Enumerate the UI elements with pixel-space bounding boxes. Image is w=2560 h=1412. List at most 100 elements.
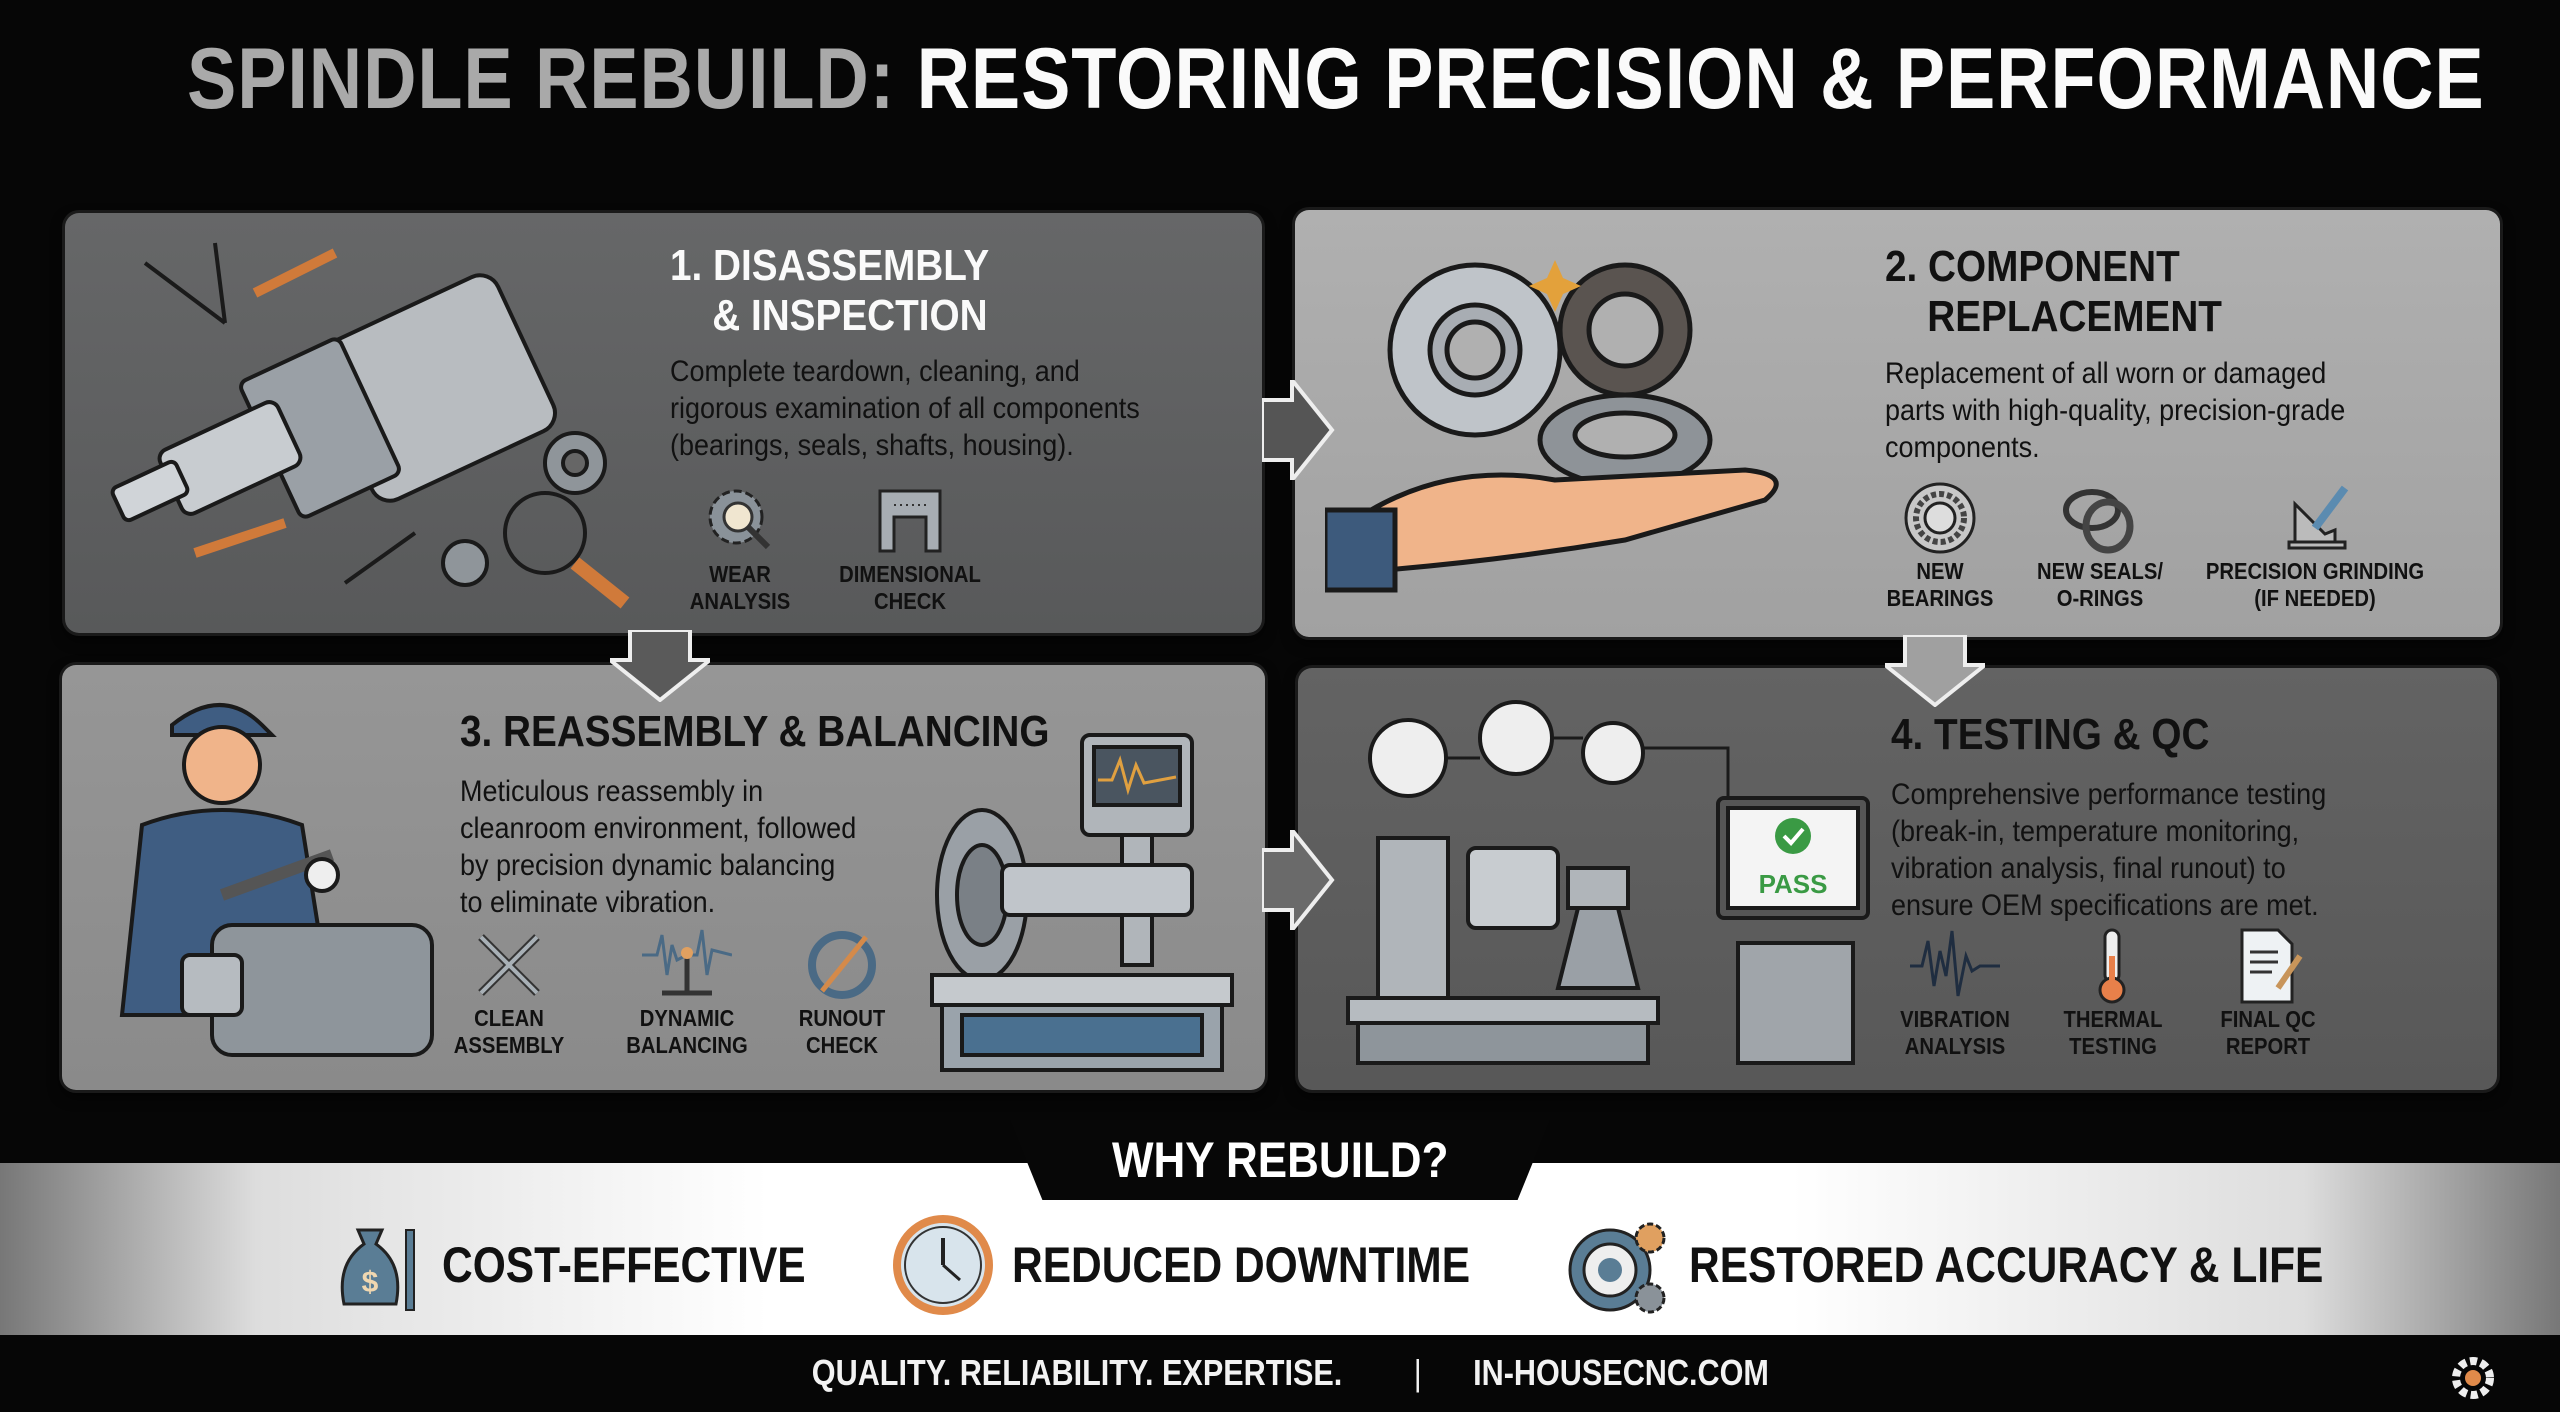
description-line: components.	[1885, 431, 2040, 464]
step-3-description: Meticulous reassembly in cleanroom envir…	[460, 773, 856, 921]
step-4-description: Comprehensive performance testing (break…	[1891, 776, 2326, 924]
feature-clean-assembly: CLEAN ASSEMBLY	[429, 925, 589, 1059]
svg-text:$: $	[362, 1266, 379, 1299]
feature-label: ASSEMBLY	[453, 1032, 565, 1058]
step-4-heading: 4. TESTING & QC	[1891, 710, 2210, 759]
why-rebuild-tab: WHY REBUILD?	[1010, 1120, 1550, 1200]
feature-new-seals: NEW SEALS/ O-RINGS	[2005, 478, 2195, 612]
feature-label: WEAR	[709, 561, 771, 587]
balance-wave-icon	[642, 929, 732, 996]
step-2-panel: 2. COMPONENT REPLACEMENT Replacement of …	[1295, 210, 2500, 637]
description-line: parts with high-quality, precision-grade	[1885, 394, 2346, 427]
feature-label: VIBRATION	[1900, 1006, 2010, 1032]
feature-label: DIMENSIONAL	[839, 561, 981, 587]
description-line: (break-in, temperature monitoring,	[1891, 815, 2300, 848]
title-prefix: SPINDLE REBUILD:	[187, 31, 896, 127]
feature-label: O-RINGS	[2056, 585, 2144, 611]
step-2-description: Replacement of all worn or damaged parts…	[1885, 355, 2345, 466]
feature-label: CHECK	[874, 588, 946, 614]
description-line: (bearings, seals, shafts, housing).	[670, 429, 1074, 462]
technician-illustration	[119, 703, 434, 1057]
benefit-label: REDUCED DOWNTIME	[1012, 1237, 1471, 1293]
feature-label: DYNAMIC	[639, 1005, 735, 1031]
feature-label: (IF NEEDED)	[2254, 585, 2376, 611]
feature-label: NEW	[1916, 558, 1964, 584]
arrow-right-icon	[1262, 380, 1335, 480]
bearing-icon	[1904, 482, 1976, 554]
step-3-panel: 3. REASSEMBLY & BALANCING Meticulous rea…	[62, 665, 1265, 1090]
feature-label: CLEAN	[474, 1005, 544, 1031]
feature-precision-grinding: PRECISION GRINDING (IF NEEDED)	[2185, 478, 2445, 612]
benefit-cost-effective: $ COST-EFFECTIVE	[318, 1210, 870, 1320]
feature-runout-check: RUNOUT CHECK	[772, 925, 912, 1059]
feature-wear-analysis: WEAR ANALYSIS	[645, 481, 835, 615]
description-line: ensure OEM specifications are met.	[1891, 889, 2319, 922]
report-icon	[2240, 928, 2303, 1004]
feature-dynamic-balancing: DYNAMIC BALANCING	[602, 925, 772, 1059]
why-rebuild-title: WHY REBUILD?	[1111, 1132, 1449, 1188]
footer-website[interactable]: IN-HOUSECNC.COM	[1472, 1352, 1769, 1393]
feature-label: PRECISION GRINDING	[2205, 558, 2425, 584]
feature-label: BALANCING	[626, 1032, 748, 1058]
thermometer-icon	[2098, 928, 2126, 1004]
description-line: Meticulous reassembly in	[460, 775, 764, 808]
feature-label: CHECK	[806, 1032, 878, 1058]
description-line: by precision dynamic balancing	[460, 849, 836, 882]
arrow-right-icon	[1262, 830, 1335, 930]
feature-label: TESTING	[2069, 1033, 2157, 1059]
description-line: rigorous examination of all components	[670, 392, 1140, 425]
feature-label: NEW SEALS/	[2037, 558, 2163, 584]
step-1-description: Complete teardown, cleaning, and rigorou…	[670, 353, 1140, 464]
feature-thermal-testing: THERMAL TESTING	[2043, 926, 2183, 1060]
benefit-reduced-downtime: REDUCED DOWNTIME	[888, 1210, 1551, 1320]
seal-rings-icon	[2063, 489, 2134, 554]
feature-label: RUNOUT	[798, 1005, 886, 1031]
benefit-label: COST-EFFECTIVE	[442, 1237, 806, 1293]
description-line: Complete teardown, cleaning, and	[670, 355, 1080, 388]
step-1-heading: 1. DISASSEMBLY & INSPECTION	[670, 241, 989, 341]
feature-label: REPORT	[2225, 1033, 2311, 1059]
gear-magnifier-icon	[708, 489, 771, 550]
step-3-heading: 3. REASSEMBLY & BALANCING	[460, 707, 1050, 756]
feature-label: BEARINGS	[1886, 585, 1994, 611]
pass-text: PASS	[1759, 869, 1828, 899]
description-line: to eliminate vibration.	[460, 886, 716, 919]
money-bag-wrench-icon: $	[340, 1228, 415, 1311]
clock-icon	[893, 1215, 993, 1315]
waveform-icon	[1910, 930, 2000, 997]
feature-new-bearings: NEW BEARINGS	[1845, 478, 2035, 612]
feature-label: THERMAL	[2063, 1006, 2163, 1032]
feature-label: FINAL QC	[2220, 1006, 2316, 1032]
title-main: RESTORING PRECISION & PERFORMANCE	[916, 31, 2485, 127]
target-gears-icon	[1568, 1222, 1666, 1314]
page-title: SPINDLE REBUILD: RESTORING PRECISION & P…	[0, 30, 2560, 129]
feature-vibration-analysis: VIBRATION ANALYSIS	[1880, 926, 2030, 1060]
step-1-panel: 1. DISASSEMBLY & INSPECTION Complete tea…	[65, 213, 1262, 633]
footer-separator: |	[1414, 1352, 1423, 1393]
wrenches-icon	[478, 934, 540, 996]
feature-label: ANALYSIS	[1904, 1033, 2006, 1059]
gear-logo-icon	[2452, 1357, 2494, 1399]
description-line: vibration analysis, final runout) to	[1891, 852, 2286, 885]
grinder-icon	[2287, 485, 2349, 550]
benefit-restored-accuracy: RESTORED ACCURACY & LIFE	[1565, 1210, 2435, 1320]
caliper-icon	[878, 489, 942, 553]
footer-tagline: QUALITY. RELIABILITY. EXPERTISE.	[812, 1352, 1343, 1393]
spindle-disassembly-illustration	[110, 242, 630, 609]
feature-label: ANALYSIS	[689, 588, 791, 614]
footer: QUALITY. RELIABILITY. EXPERTISE. | IN-HO…	[0, 1352, 2560, 1394]
heading-line: & INSPECTION	[712, 291, 988, 340]
arrow-down-icon	[610, 630, 710, 702]
step-2-heading: 2. COMPONENT REPLACEMENT	[1885, 242, 2222, 342]
step-4-panel: PASS 4. TESTING & QC Comprehensive perfo…	[1298, 668, 2497, 1090]
heading-line: 2. COMPONENT	[1885, 242, 2180, 291]
heading-line: 1. DISASSEMBLY	[670, 241, 990, 290]
description-line: Replacement of all worn or damaged	[1885, 357, 2327, 390]
arrow-down-icon	[1885, 635, 1985, 707]
bearings-in-hand-illustration	[1325, 260, 1779, 593]
feature-final-qc-report: FINAL QC REPORT	[2198, 926, 2338, 1060]
description-line: Comprehensive performance testing	[1891, 778, 2327, 811]
heading-line: REPLACEMENT	[1927, 292, 2222, 341]
runout-gauge-icon	[808, 931, 876, 999]
test-bench-illustration: PASS	[1346, 700, 1870, 1065]
